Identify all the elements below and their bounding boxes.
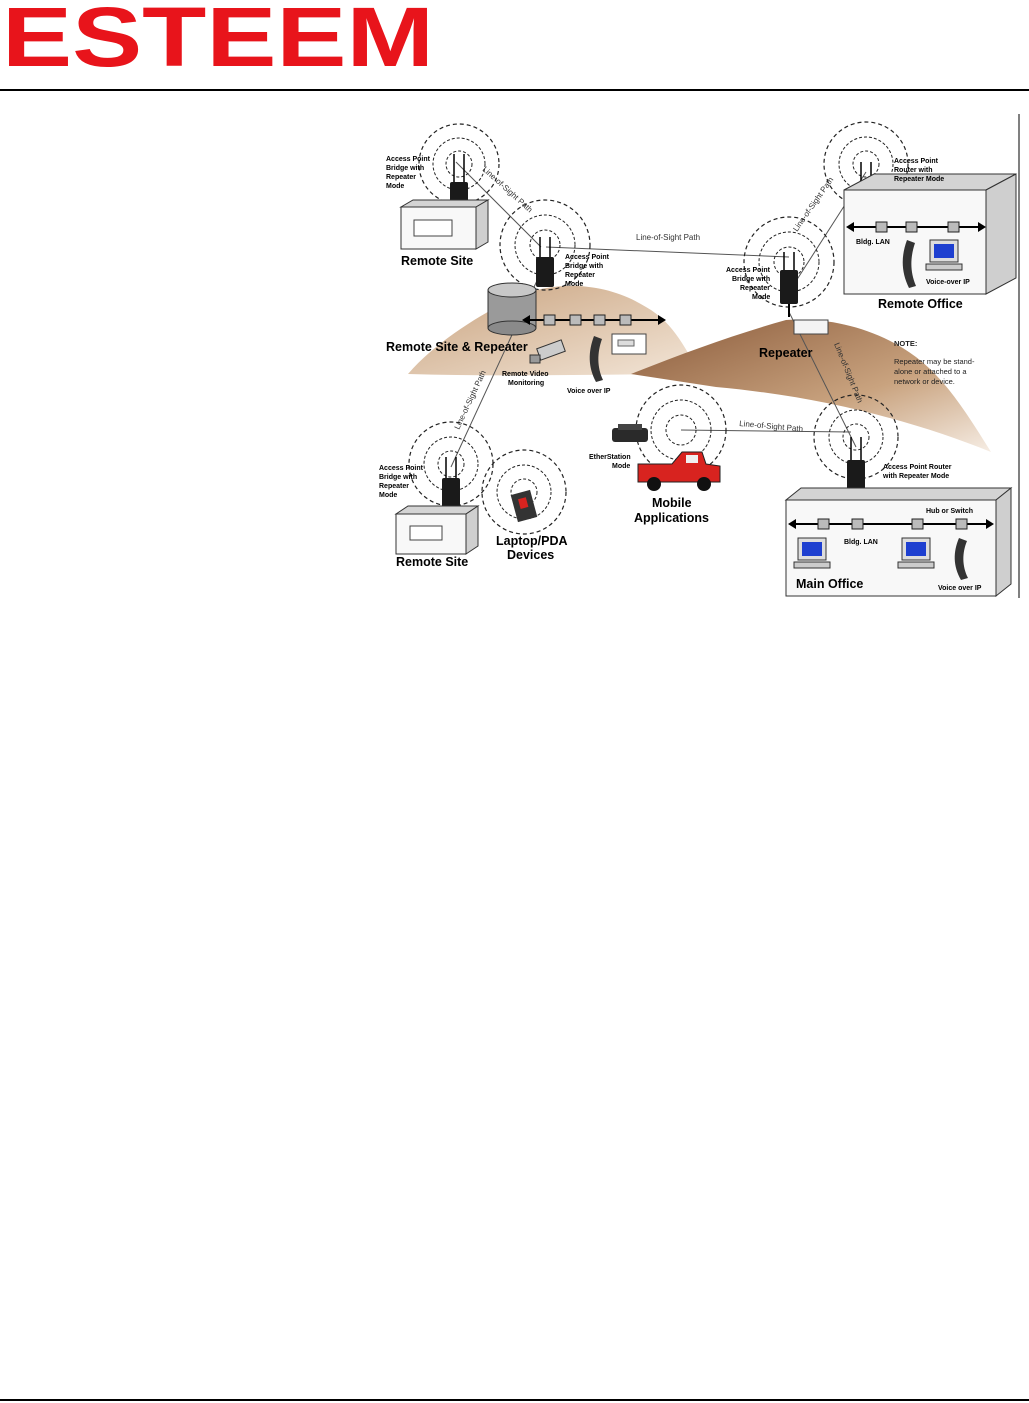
network-device-icon (611, 333, 647, 355)
lan-segment (846, 221, 986, 233)
repeater-box (793, 319, 829, 335)
radio-caption: Access Point Bridge with Repeater Mode (726, 267, 771, 301)
svg-text:Access Point: Access Point (386, 156, 431, 163)
remote-site-label: Remote Site (396, 555, 468, 569)
water-tank (487, 282, 537, 336)
radio-caption: Access Point Bridge with Repeater Mode (565, 254, 610, 288)
note-line: network or device. (894, 377, 955, 386)
svg-text:Repeater: Repeater (565, 272, 595, 279)
svg-text:Access Point Router: Access Point Router (883, 464, 952, 471)
repeater-label: Repeater (759, 346, 813, 360)
etherstation-device (612, 424, 648, 442)
svg-text:Mode: Mode (565, 281, 583, 288)
remote-site-building-bottom (394, 505, 480, 555)
truck-icon (637, 451, 721, 491)
svg-text:Repeater: Repeater (379, 483, 409, 490)
radio-unit (536, 237, 554, 287)
svg-text:Bridge with: Bridge with (379, 474, 417, 481)
mobile-label: Applications (634, 511, 709, 525)
logo-text: ESTEEM (2, 0, 434, 72)
radio-caption: Access Point Router with Repeater Mode (894, 158, 944, 183)
laptop-icon (510, 489, 538, 523)
svg-text:Access Point: Access Point (726, 267, 771, 274)
los-line (680, 429, 852, 433)
svg-text:Access Point: Access Point (379, 465, 424, 472)
svg-text:Mode: Mode (386, 183, 404, 190)
caption: Voice-over IP (926, 279, 970, 286)
los-label: Line-of-Sight Path (481, 165, 535, 215)
svg-text:Access Point: Access Point (894, 158, 939, 165)
svg-text:Repeater: Repeater (386, 174, 416, 181)
svg-text:Mode: Mode (752, 294, 770, 301)
video-camera-icon (529, 339, 566, 364)
svg-text:Access Point: Access Point (565, 254, 610, 261)
note-line: Repeater may be stand- (894, 357, 975, 366)
computer-icon (897, 537, 935, 569)
radio-unit (780, 252, 798, 317)
note-title: NOTE: (894, 339, 917, 348)
mobile-label: Mobile (652, 496, 692, 510)
lan-segment (522, 314, 666, 326)
bldg-lan-label: Bldg. LAN (856, 239, 890, 246)
radio-caption: Access Point Router with Repeater Mode (882, 464, 952, 480)
caption: Monitoring (508, 380, 544, 387)
phone-icon (589, 336, 603, 382)
svg-text:Bridge with: Bridge with (565, 263, 603, 270)
laptop-label: Laptop/PDA (496, 534, 568, 548)
network-diagram: Line-of-Sight Path Line-of-Sight Path Li… (379, 114, 1020, 598)
hill-left (408, 285, 701, 376)
svg-text:Repeater Mode: Repeater Mode (894, 176, 944, 183)
caption: Remote Video (502, 371, 549, 378)
phone-icon (954, 538, 968, 580)
header-divider (0, 89, 1029, 91)
los-line (545, 246, 790, 258)
remote-site-building-top (399, 199, 490, 250)
radio-caption: Access Point Bridge with Repeater Mode (379, 465, 424, 499)
svg-text:Bridge with: Bridge with (386, 165, 424, 172)
laptop-label: Devices (507, 548, 554, 562)
caption: EtherStation (589, 454, 631, 461)
caption: Voice over IP (567, 388, 611, 395)
note-line: alone or attached to a (894, 367, 967, 376)
los-line (455, 161, 542, 248)
svg-text:Mode: Mode (379, 492, 397, 499)
footer-divider (0, 1399, 1029, 1401)
los-label: Line-of-Sight Path (453, 369, 488, 431)
remote-office-label: Remote Office (878, 297, 963, 311)
hill-right (631, 319, 991, 452)
computer-icon (925, 239, 963, 271)
remote-office-building (843, 173, 1017, 295)
remote-site-label: Remote Site (401, 254, 473, 268)
remote-site-repeater-label: Remote Site & Repeater (386, 340, 528, 354)
esteem-logo: ESTEEM (2, 0, 434, 72)
svg-text:Bridge with: Bridge with (732, 276, 770, 283)
caption: Voice over IP (938, 585, 982, 592)
los-label: Line-of-Sight Path (636, 233, 700, 242)
phone-icon (902, 240, 916, 288)
bldg-lan-label: Bldg. LAN (844, 539, 878, 546)
svg-text:with Repeater Mode: with Repeater Mode (882, 473, 949, 480)
svg-text:Router with: Router with (894, 167, 933, 174)
los-label: Line-of-Sight Path (791, 176, 835, 234)
computer-icon (793, 537, 831, 569)
hub-switch-label: Hub or Switch (926, 508, 973, 515)
main-office-label: Main Office (796, 577, 863, 591)
caption: Mode (612, 463, 630, 470)
lan-segment (788, 518, 994, 530)
radio-caption: Access Point Bridge with Repeater Mode (386, 156, 431, 190)
svg-text:Repeater: Repeater (740, 285, 770, 292)
